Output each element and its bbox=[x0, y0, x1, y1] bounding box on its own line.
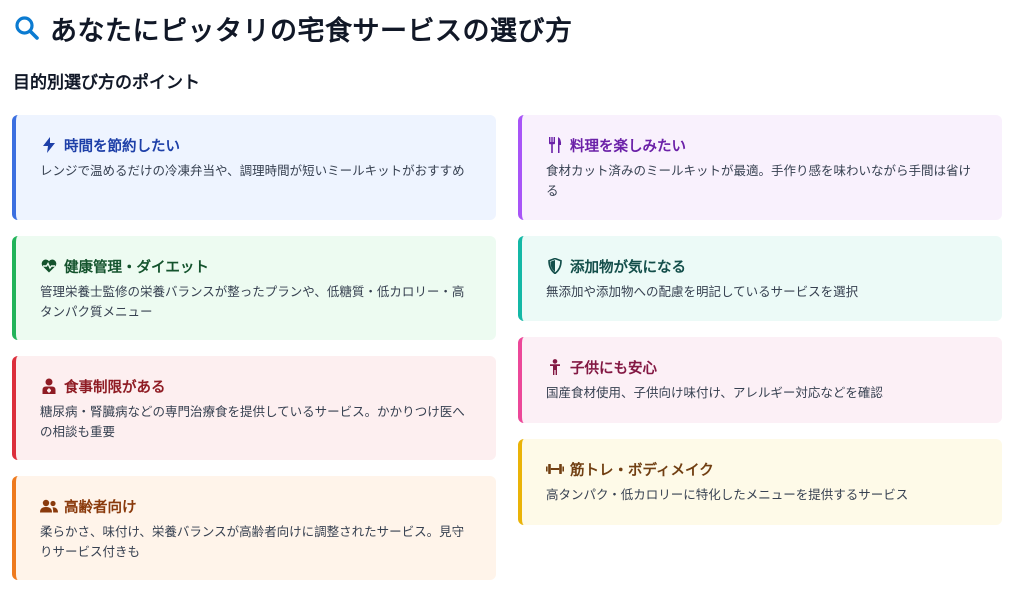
card-title: 健康管理・ダイエット bbox=[64, 259, 209, 276]
lightning-icon bbox=[40, 136, 58, 154]
card-desc: 無添加や添加物への配慮を明記しているサービスを選択 bbox=[546, 284, 859, 299]
card-title: 添加物が気になる bbox=[570, 259, 686, 276]
utensils-icon bbox=[546, 136, 564, 154]
card-title: 子供にも安心 bbox=[570, 360, 657, 377]
left-column: 時間を節約したい レンジで温めるだけの冷凍弁当や、調理時間が短いミールキットがお… bbox=[12, 115, 496, 596]
card-title: 高齢者向け bbox=[64, 499, 137, 516]
doctor-icon bbox=[40, 377, 58, 395]
card-additives: 添加物が気になる 無添加や添加物への配慮を明記しているサービスを選択 bbox=[518, 236, 1002, 321]
card-desc: 食材カット済みのミールキットが最適。手作り感を味わいながら手間は省ける bbox=[546, 163, 972, 198]
page-title: あなたにピッタリの宅食サービスの選び方 bbox=[12, 8, 573, 48]
card-kids: 子供にも安心 国産食材使用、子供向け味付け、アレルギー対応などを確認 bbox=[518, 337, 1002, 423]
right-column: 料理を楽しみたい 食材カット済みのミールキットが最適。手作り感を味わいながら手間… bbox=[518, 115, 1002, 541]
card-diet-restriction: 食事制限がある 糖尿病・腎臓病などの専門治療食を提供しているサービス。かかりつけ… bbox=[12, 356, 496, 460]
card-desc: 柔らかさ、味付け、栄養バランスが高齢者向けに調整されたサービス。見守りサービス付… bbox=[40, 524, 465, 559]
dumbbell-icon bbox=[546, 460, 564, 478]
card-cooking: 料理を楽しみたい 食材カット済みのミールキットが最適。手作り感を味わいながら手間… bbox=[518, 115, 1002, 220]
card-desc: 糖尿病・腎臓病などの専門治療食を提供しているサービス。かかりつけ医への相談も重要 bbox=[40, 404, 465, 439]
search-icon bbox=[12, 13, 42, 43]
card-title: 時間を節約したい bbox=[64, 138, 180, 155]
card-desc: 高タンパク・低カロリーに特化したメニューを提供するサービス bbox=[546, 487, 909, 502]
card-elderly: 高齢者向け 柔らかさ、味付け、栄養バランスが高齢者向けに調整されたサービス。見守… bbox=[12, 476, 496, 580]
card-time: 時間を節約したい レンジで温めるだけの冷凍弁当や、調理時間が短いミールキットがお… bbox=[12, 115, 496, 220]
card-title: 食事制限がある bbox=[64, 379, 166, 396]
users-icon bbox=[40, 497, 58, 515]
page-title-text: あなたにピッタリの宅食サービスの選び方 bbox=[50, 15, 573, 47]
card-desc: 管理栄養士監修の栄養バランスが整ったプランや、低糖質・低カロリー・高タンパク質メ… bbox=[40, 284, 465, 319]
card-title: 筋トレ・ボディメイク bbox=[570, 462, 714, 479]
card-desc: レンジで温めるだけの冷凍弁当や、調理時間が短いミールキットがおすすめ bbox=[40, 163, 465, 178]
card-title: 料理を楽しみたい bbox=[570, 138, 686, 155]
heart-pulse-icon bbox=[40, 257, 58, 275]
card-desc: 国産食材使用、子供向け味付け、アレルギー対応などを確認 bbox=[546, 385, 883, 400]
child-icon bbox=[546, 358, 564, 376]
card-health: 健康管理・ダイエット 管理栄養士監修の栄養バランスが整ったプランや、低糖質・低カ… bbox=[12, 236, 496, 340]
card-fitness: 筋トレ・ボディメイク 高タンパク・低カロリーに特化したメニューを提供するサービス bbox=[518, 439, 1002, 525]
shield-icon bbox=[546, 257, 564, 275]
section-title: 目的別選び方のポイント bbox=[13, 73, 200, 93]
